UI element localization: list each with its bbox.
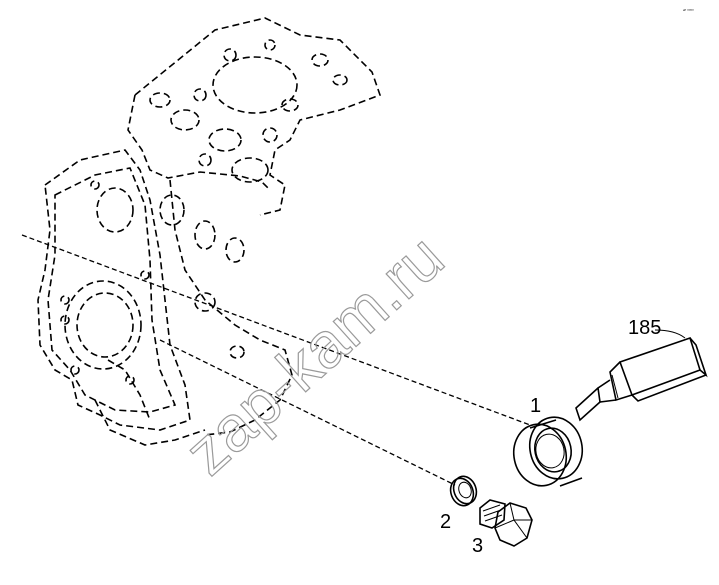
callout-1: 1 [530, 395, 541, 417]
sealant-tube-part [575, 336, 708, 422]
callout-2: 2 [440, 511, 451, 533]
callout-185: 185 [628, 317, 661, 339]
seal-ring-part [512, 416, 584, 487]
watermark: zap-kam.ru [171, 221, 457, 489]
assembly-axis-lines [21, 234, 531, 486]
callout-3: 3 [472, 535, 483, 557]
engine-block-outline [37, 17, 382, 446]
hex-plug-part [479, 499, 533, 547]
washer-part [449, 475, 478, 507]
sealant-leader [654, 329, 686, 339]
corner-code: ᵉᴾ ⁰⁰⁰⁰ [683, 8, 694, 13]
